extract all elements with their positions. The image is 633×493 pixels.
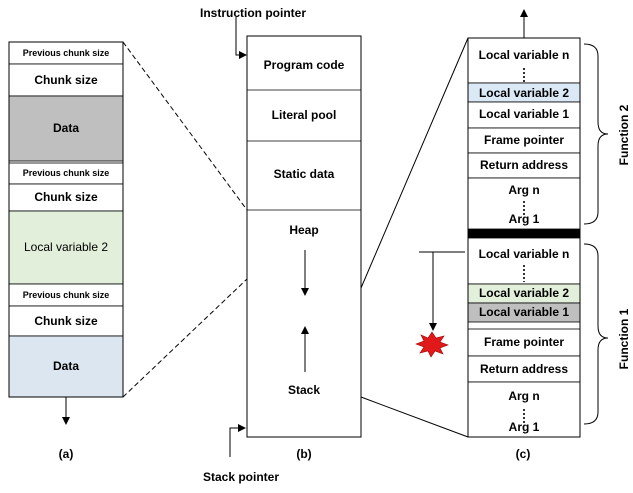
panel-b-label-stack: Stack bbox=[287, 383, 321, 397]
panel-a-row-data-1 bbox=[8, 95, 124, 162]
panel-b-label-heap: Heap bbox=[289, 223, 319, 237]
f1-label-return-address: Return address bbox=[479, 362, 569, 376]
panel-b-label-literal-pool: Literal pool bbox=[271, 108, 337, 122]
panel-a-label-data-1: Data bbox=[52, 121, 79, 135]
panel-a-label-prev-size-1: Previous chunk size bbox=[22, 48, 110, 58]
panel-a-label-prev-size-2: Previous chunk size bbox=[22, 168, 110, 178]
f1-label-local-var-2: Local variable 2 bbox=[478, 286, 570, 300]
panel-b bbox=[246, 35, 362, 438]
panel-a-label-chunk-size-3: Chunk size bbox=[34, 314, 98, 328]
panel-a-row-local-var-2 bbox=[8, 210, 124, 285]
f2-label-arg-1: Arg 1 bbox=[508, 212, 540, 226]
f1-row-return-address bbox=[467, 355, 581, 383]
panel-b-label-program-code: Program code bbox=[263, 58, 345, 72]
f1-label-arg-1: Arg 1 bbox=[508, 420, 540, 434]
f2-row-frame-pointer bbox=[467, 127, 581, 154]
function-2-label: Function 2 bbox=[617, 104, 631, 166]
panel-c bbox=[415, 9, 609, 438]
panel-c-caption: (c) bbox=[515, 447, 531, 461]
panel-a bbox=[8, 41, 124, 425]
panel-a-row-chunk-size-1 bbox=[8, 63, 124, 97]
function-1-brace bbox=[583, 243, 609, 425]
instruction-pointer-arrow bbox=[235, 17, 247, 59]
panel-a-label-prev-size-3: Previous chunk size bbox=[22, 290, 110, 300]
panel-a-label-local-var-2: Local variable 2 bbox=[23, 240, 109, 254]
instruction-pointer-label: Instruction pointer bbox=[200, 6, 306, 20]
f2-label-arg-n: Arg n bbox=[508, 183, 540, 197]
f1-label-local-var-n: Local variable n bbox=[478, 247, 570, 261]
connector-b-c-top bbox=[360, 37, 469, 289]
panel-a-label-chunk-size-1: Chunk size bbox=[34, 73, 98, 87]
frame-separator-bar bbox=[468, 229, 580, 238]
panel-a-label-data-2: Data bbox=[52, 359, 79, 373]
function-1-label: Function 1 bbox=[617, 308, 631, 370]
f2-row-return-address bbox=[467, 152, 581, 179]
connector-b-c-bottom bbox=[360, 396, 469, 438]
f2-label-local-var-n: Local variable n bbox=[478, 48, 570, 62]
stack-pointer-arrow bbox=[229, 424, 246, 457]
f2-label-frame-pointer: Frame pointer bbox=[483, 133, 564, 147]
dashed-connector-top bbox=[122, 41, 248, 211]
f2-label-return-address: Return address bbox=[479, 158, 569, 172]
dashed-connector-bottom bbox=[122, 278, 248, 398]
f1-row-local-var-n bbox=[467, 237, 581, 285]
explosion-icon bbox=[415, 331, 449, 358]
panel-b-caption: (b) bbox=[296, 447, 312, 461]
f1-label-arg-n: Arg n bbox=[508, 389, 540, 403]
f1-label-frame-pointer: Frame pointer bbox=[483, 335, 564, 349]
panel-b-label-static-data: Static data bbox=[273, 167, 335, 181]
f2-row-args bbox=[467, 177, 581, 230]
function-2-brace bbox=[583, 43, 609, 225]
f2-label-local-var-1: Local variable 1 bbox=[478, 107, 570, 121]
panel-a-caption: (a) bbox=[58, 447, 74, 461]
stack-pointer-label: Stack pointer bbox=[203, 470, 280, 484]
panel-c-outline bbox=[467, 37, 581, 438]
f2-label-local-var-2: Local variable 2 bbox=[478, 86, 570, 100]
panel-b-outline bbox=[246, 35, 362, 438]
panel-a-label-chunk-size-2: Chunk size bbox=[34, 190, 98, 204]
f1-label-local-var-1: Local variable 1 bbox=[478, 305, 570, 319]
panel-a-row-data-2 bbox=[8, 335, 124, 398]
